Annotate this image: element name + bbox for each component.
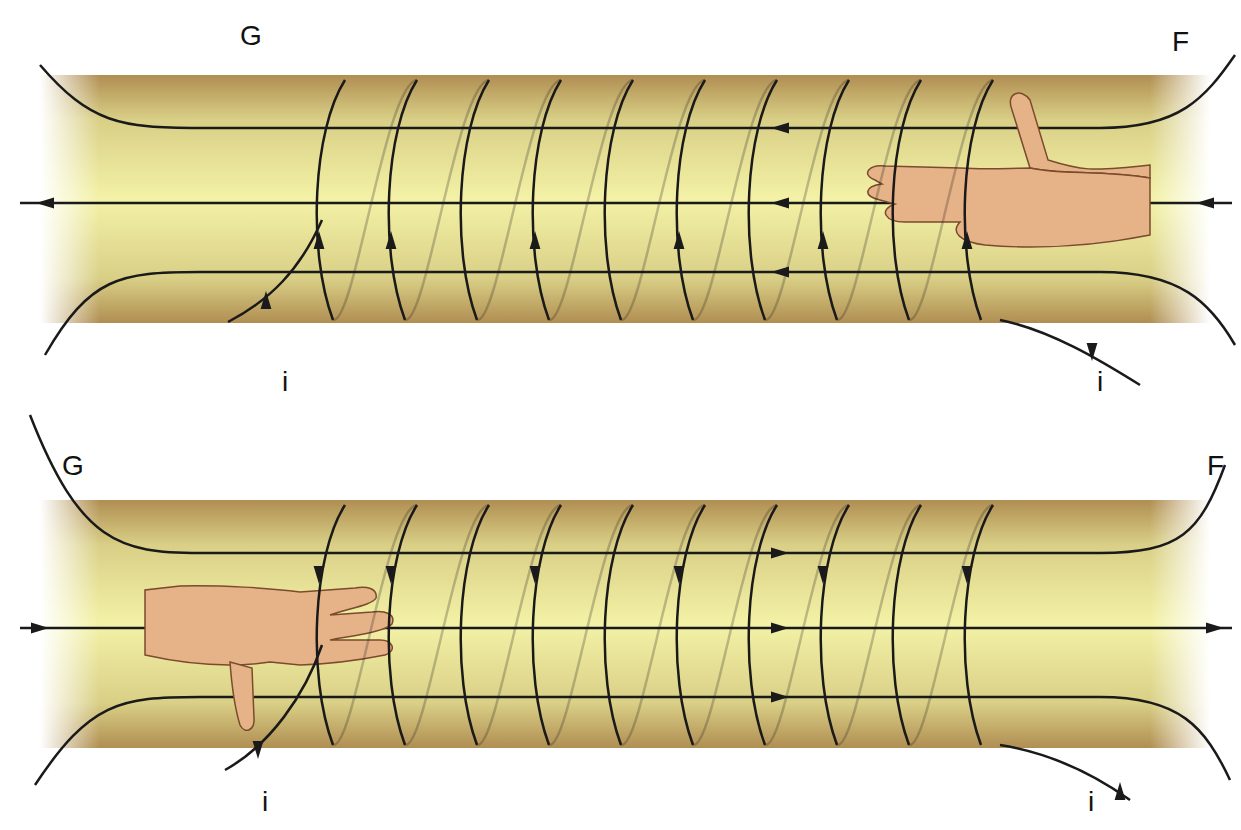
coil-turn bbox=[605, 505, 633, 745]
current-label: i bbox=[1088, 788, 1094, 816]
arrowhead bbox=[674, 566, 685, 584]
coil-turn bbox=[965, 505, 993, 745]
core-band bbox=[40, 75, 1210, 323]
arrowhead bbox=[530, 231, 541, 249]
field-line bbox=[35, 697, 1230, 785]
lead-wire bbox=[1000, 745, 1130, 800]
arrowhead bbox=[386, 231, 397, 249]
band-fade bbox=[40, 75, 100, 323]
end-label: G bbox=[240, 22, 262, 50]
arrowhead bbox=[1206, 623, 1224, 634]
coil-turn bbox=[893, 505, 921, 745]
coil-back bbox=[837, 80, 921, 320]
coil-turn bbox=[605, 80, 633, 320]
hand bbox=[868, 166, 1150, 247]
arrowhead bbox=[31, 623, 49, 634]
hands bbox=[145, 93, 1150, 730]
arrowhead bbox=[36, 198, 54, 209]
current-label: i bbox=[282, 368, 288, 396]
coil-back bbox=[405, 505, 489, 745]
arrowhead bbox=[1115, 782, 1126, 800]
coil-back bbox=[621, 80, 705, 320]
coil-turn bbox=[533, 505, 561, 745]
band-fade bbox=[40, 500, 100, 748]
coil-turn bbox=[317, 80, 345, 320]
arrowhead bbox=[962, 231, 973, 249]
coil-turn bbox=[389, 505, 417, 745]
lead-wire bbox=[1000, 320, 1140, 385]
arrowhead bbox=[771, 198, 789, 209]
coil-turn bbox=[317, 505, 345, 745]
coil-turn bbox=[533, 80, 561, 320]
arrowhead bbox=[530, 566, 541, 584]
field-lines bbox=[20, 55, 1235, 785]
coil-back bbox=[765, 80, 849, 320]
coil-back bbox=[693, 80, 777, 320]
coil-turn bbox=[461, 80, 489, 320]
coil-back bbox=[333, 505, 417, 745]
coil-turn bbox=[749, 505, 777, 745]
hand bbox=[145, 586, 393, 665]
arrowhead bbox=[386, 566, 397, 584]
arrowhead bbox=[771, 123, 789, 134]
coil-back bbox=[477, 505, 561, 745]
arrowhead bbox=[674, 231, 685, 249]
coil-turn bbox=[821, 80, 849, 320]
arrowhead bbox=[253, 741, 264, 759]
coil-turn bbox=[677, 505, 705, 745]
coil-back bbox=[909, 80, 993, 320]
arrowhead bbox=[771, 548, 789, 559]
arrowhead bbox=[962, 566, 973, 584]
coil-back bbox=[549, 505, 633, 745]
coil-back bbox=[477, 80, 561, 320]
core-band bbox=[40, 500, 1210, 748]
coil-back bbox=[765, 505, 849, 745]
end-label: G bbox=[62, 452, 84, 480]
end-label: F bbox=[1207, 452, 1224, 480]
coil-turn bbox=[821, 505, 849, 745]
arrowhead bbox=[818, 231, 829, 249]
arrowhead bbox=[314, 566, 325, 584]
coil-turn bbox=[389, 80, 417, 320]
arrowhead bbox=[818, 566, 829, 584]
coil-back bbox=[693, 505, 777, 745]
thumb bbox=[230, 662, 254, 730]
lead-wire bbox=[225, 645, 322, 770]
coil-turn bbox=[677, 80, 705, 320]
coil-turn bbox=[749, 80, 777, 320]
end-label: F bbox=[1172, 28, 1189, 56]
coil-turn bbox=[893, 80, 921, 320]
arrowhead bbox=[261, 291, 272, 309]
field-line bbox=[40, 55, 1235, 128]
coil-back bbox=[549, 80, 633, 320]
coil-back bbox=[837, 505, 921, 745]
coil-back bbox=[621, 505, 705, 745]
coil-back bbox=[909, 505, 993, 745]
field-line bbox=[30, 415, 1225, 553]
coil-back bbox=[405, 80, 489, 320]
current-label: i bbox=[1097, 368, 1103, 396]
coil-back bbox=[333, 80, 417, 320]
coil-turn bbox=[965, 80, 993, 320]
arrowhead bbox=[1196, 198, 1214, 209]
arrowhead bbox=[771, 623, 789, 634]
coil-turn bbox=[461, 505, 489, 745]
arrowhead bbox=[1087, 343, 1098, 361]
lead-wire bbox=[228, 220, 322, 322]
coil-windings bbox=[225, 80, 1140, 800]
current-label: i bbox=[262, 788, 268, 816]
